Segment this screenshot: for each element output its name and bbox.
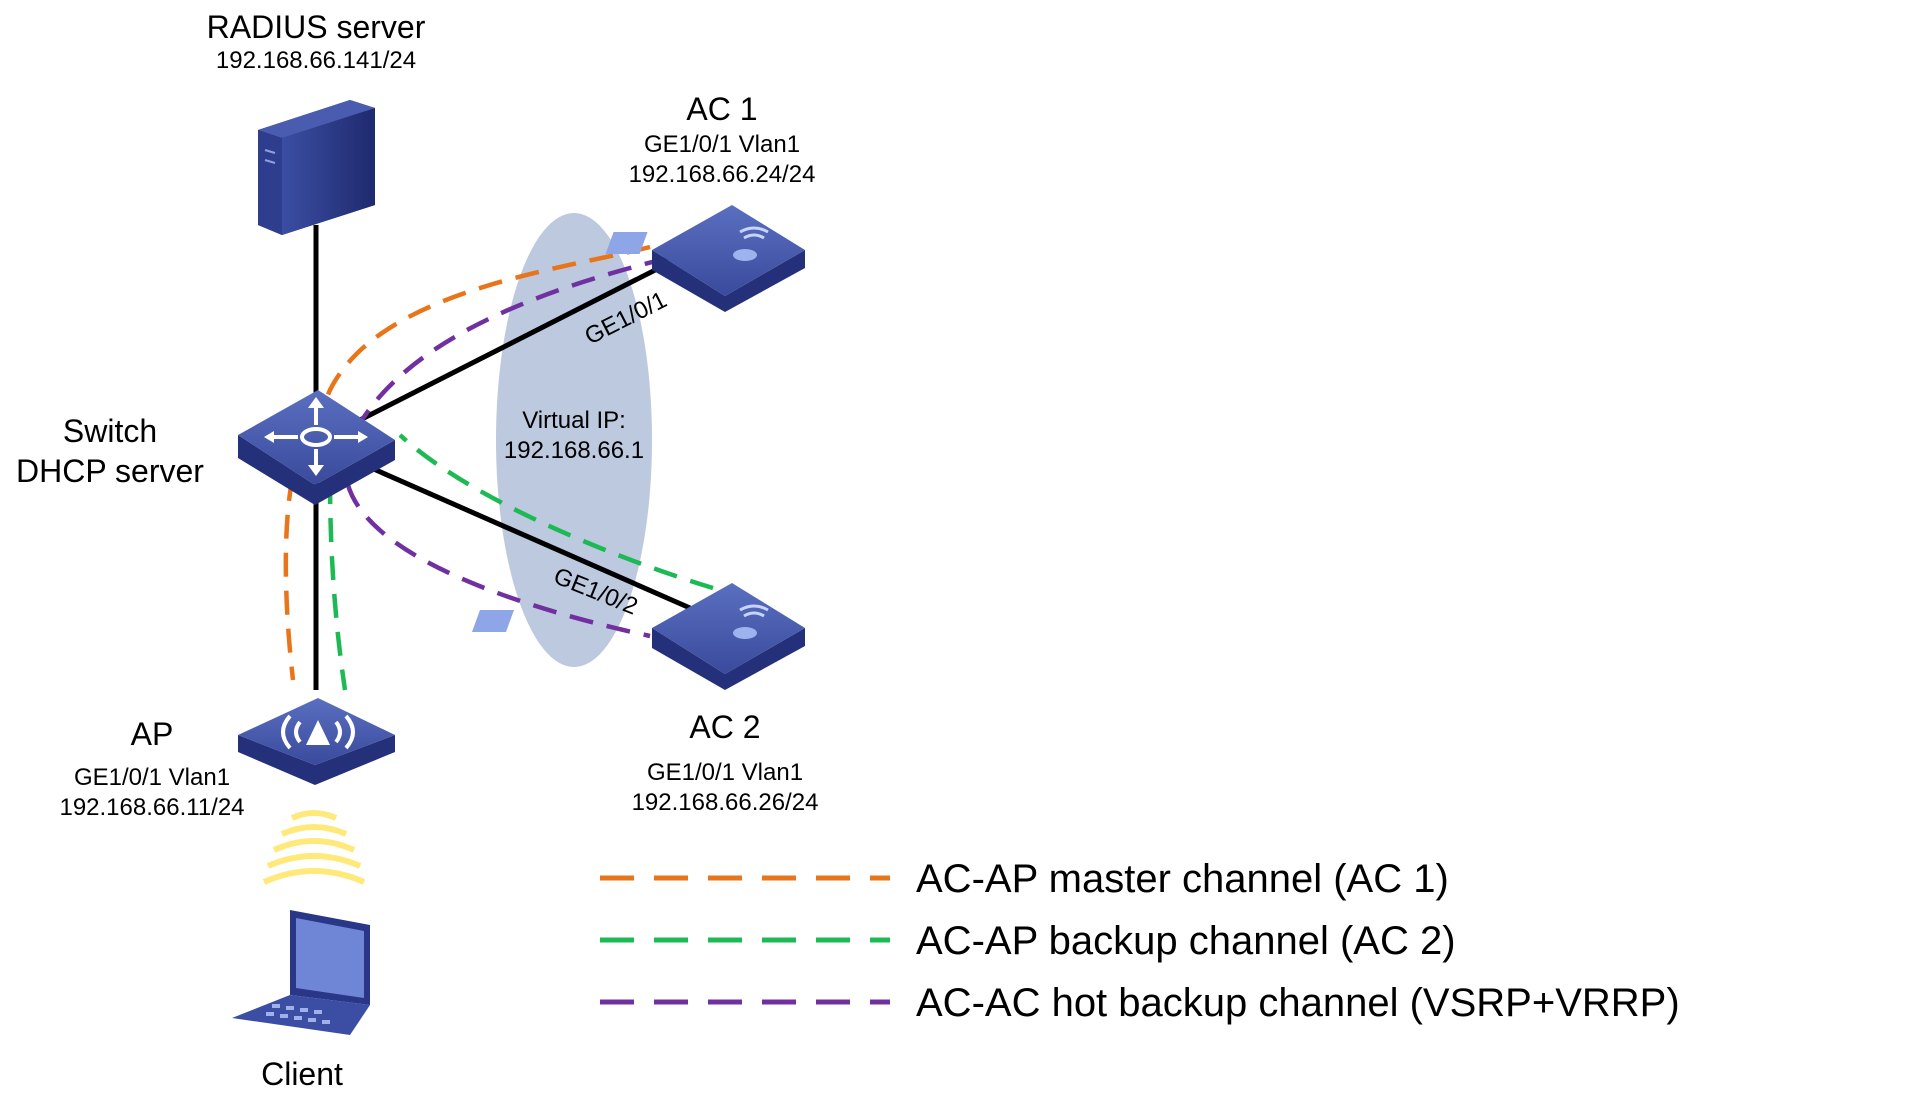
access-point-icon[interactable] <box>238 698 395 785</box>
virtual-ip-area <box>496 213 652 667</box>
ap-ip: 192.168.66.11/24 <box>59 794 244 821</box>
backup-channel-path <box>327 433 714 691</box>
switch-name-line2: DHCP server <box>16 453 204 489</box>
legend-label-master: AC-AP master channel (AC 1) <box>916 857 1449 901</box>
ac1-ip: 192.168.66.24/24 <box>629 161 816 188</box>
radius-ip: 192.168.66.141/24 <box>216 47 416 74</box>
wireless-signal-icon <box>262 810 366 885</box>
ac2-device-icon[interactable] <box>471 583 805 690</box>
ap-iface: GE1/0/1 Vlan1 <box>74 764 230 791</box>
client-name: Client <box>261 1056 343 1092</box>
link-switch-ac2 <box>358 460 692 611</box>
laptop-icon[interactable] <box>232 910 370 1035</box>
ac2-ip: 192.168.66.26/24 <box>632 789 819 816</box>
master-channel-path <box>283 244 651 681</box>
legend-label-hot-backup: AC-AC hot backup channel (VSRP+VRRP) <box>916 981 1680 1025</box>
virtual-ip-address: 192.168.66.1 <box>504 437 644 464</box>
ac1-name: AC 1 <box>686 91 757 127</box>
link-switch-ac1 <box>358 262 667 423</box>
virtual-ip-label: Virtual IP: <box>522 407 626 434</box>
switch-name-line1: Switch <box>63 413 157 449</box>
ap-name: AP <box>131 716 174 752</box>
radius-name: RADIUS server <box>207 9 426 45</box>
hot-backup-to-ac2-path <box>345 484 651 639</box>
server-icon[interactable] <box>258 100 375 235</box>
ac2-iface: GE1/0/1 Vlan1 <box>647 759 803 786</box>
ac1-device-icon[interactable] <box>605 205 805 312</box>
legend-label-backup: AC-AP backup channel (AC 2) <box>916 919 1456 963</box>
switch-icon[interactable] <box>238 390 395 505</box>
ac1-iface: GE1/0/1 Vlan1 <box>644 131 800 158</box>
physical-links <box>313 225 692 690</box>
channel-paths <box>283 244 714 691</box>
legend: AC-AP master channel (AC 1) AC-AP backup… <box>600 857 1680 1025</box>
hot-backup-to-ac1-path <box>360 255 669 422</box>
ac2-name: AC 2 <box>689 709 760 745</box>
